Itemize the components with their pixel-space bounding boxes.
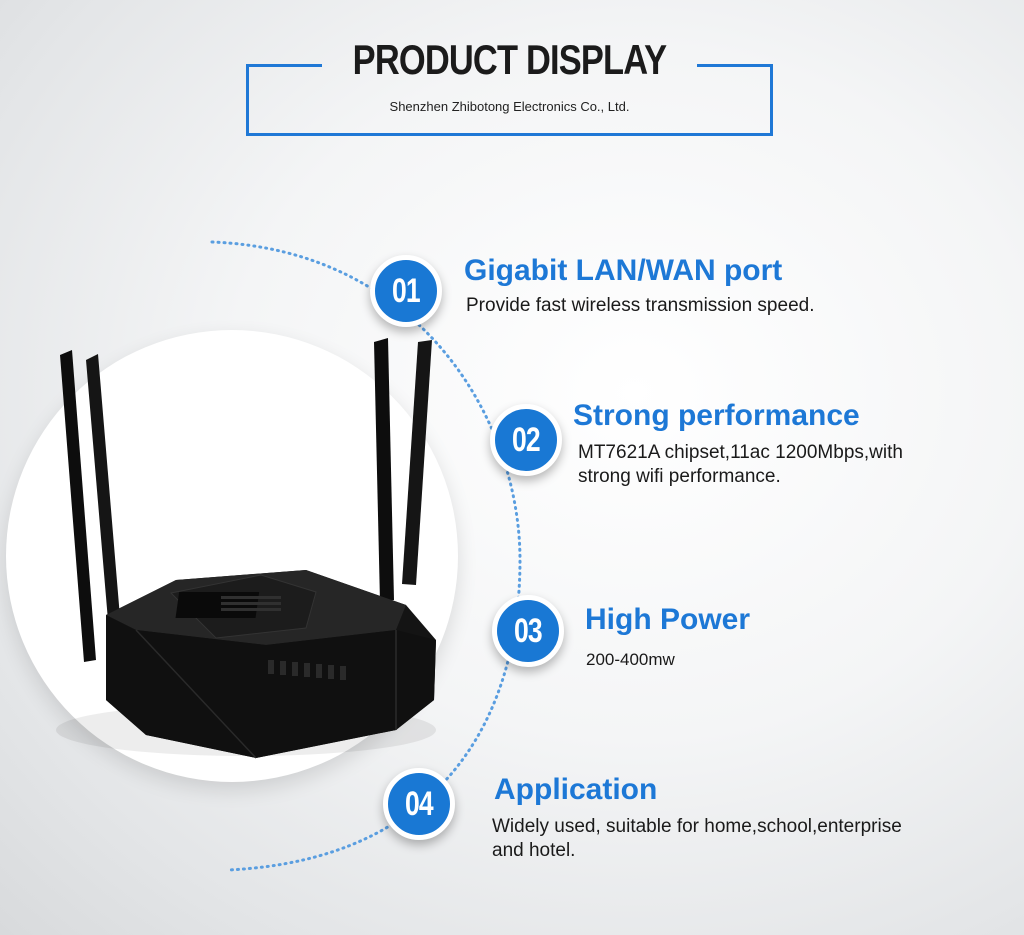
feature-number: 04 xyxy=(405,784,434,823)
feature-number: 01 xyxy=(392,271,421,310)
feature-badge-03: 03 xyxy=(492,595,564,667)
feature-description: Provide fast wireless transmission speed… xyxy=(466,295,815,316)
feature-description: Widely used, suitable for home,school,en… xyxy=(492,815,902,863)
feature-description: 200-400mw xyxy=(586,650,675,669)
feature-description: MT7621A chipset,11ac 1200Mbps,with stron… xyxy=(578,441,903,489)
feature-title: Gigabit LAN/WAN port xyxy=(464,254,783,287)
page-title: PRODUCT DISPLAY xyxy=(352,36,667,83)
header-frame xyxy=(246,64,773,136)
company-name: Shenzhen Zhibotong Electronics Co., Ltd. xyxy=(389,99,630,114)
feature-title: Application xyxy=(494,773,658,806)
feature-badge-01: 01 xyxy=(370,255,442,327)
feature-description-line: MT7621A chipset,11ac 1200Mbps,with xyxy=(578,442,903,463)
feature-title: Strong performance xyxy=(573,399,860,432)
feature-number: 03 xyxy=(514,611,543,650)
feature-badge-02: 02 xyxy=(490,404,562,476)
feature-description-line: strong wifi performance. xyxy=(578,466,781,487)
feature-number: 02 xyxy=(512,420,541,459)
router-image xyxy=(56,338,436,759)
feature-title: High Power xyxy=(585,603,751,636)
feature-description-line: and hotel. xyxy=(492,840,576,861)
product-image-circle xyxy=(6,330,458,782)
feature-badge-04: 04 xyxy=(383,768,455,840)
feature-description-line: Widely used, suitable for home,school,en… xyxy=(492,816,902,837)
